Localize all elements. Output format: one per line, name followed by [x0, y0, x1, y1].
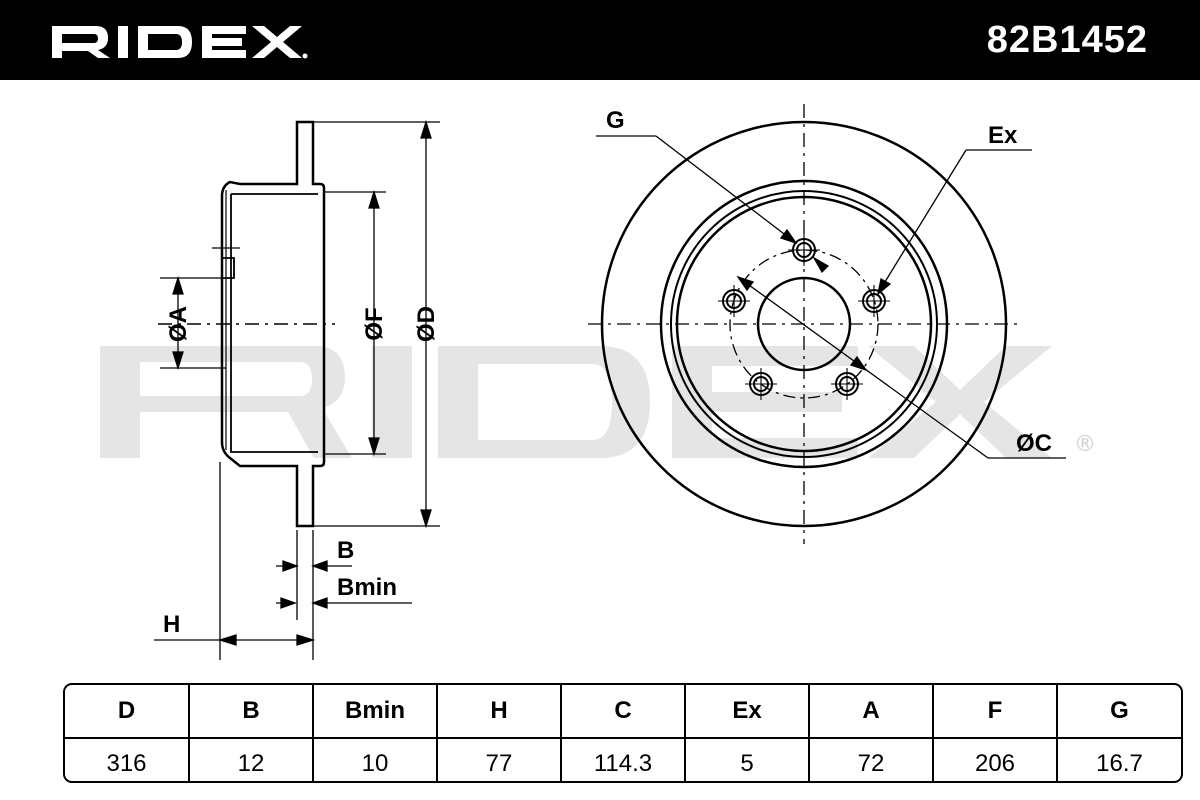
value-a: 72 — [808, 738, 933, 781]
value-c: 114.3 — [560, 738, 685, 781]
side-view — [220, 120, 326, 528]
spec-header-row: D B Bmin H C Ex A F G — [65, 685, 1181, 739]
header-f: F — [932, 685, 1057, 739]
front-dimensions — [596, 135, 1066, 459]
value-h: 77 — [436, 738, 561, 781]
value-b: 12 — [188, 738, 313, 781]
header-d: D — [65, 685, 189, 739]
header-a: A — [808, 685, 933, 739]
spec-value-row: 316 12 10 77 114.3 5 72 206 16.7 — [65, 738, 1181, 781]
header-b: B — [188, 685, 313, 739]
header-g: G — [1056, 685, 1181, 739]
value-f: 206 — [932, 738, 1057, 781]
label-dia-d: ØD — [413, 306, 440, 342]
value-bmin: 10 — [312, 738, 437, 781]
label-dia-f: ØF — [361, 307, 388, 340]
side-dimensions — [154, 119, 440, 660]
label-b: B — [337, 537, 354, 564]
header-bar: 82B1452 — [0, 0, 1200, 80]
header-bmin: Bmin — [312, 685, 437, 739]
spec-table: D B Bmin H C Ex A F G 316 12 10 77 114.3… — [63, 683, 1183, 783]
label-g: G — [606, 107, 625, 134]
header-h: H — [436, 685, 561, 739]
value-d: 316 — [106, 750, 147, 777]
value-ex: 5 — [684, 738, 809, 781]
registered-mark: ® — [1074, 432, 1096, 457]
label-h: H — [163, 611, 180, 638]
ridex-logo — [52, 26, 308, 59]
header-ex: Ex — [684, 685, 809, 739]
label-dia-c: ØC — [1016, 430, 1052, 457]
label-bmin: Bmin — [337, 574, 397, 601]
part-number: 82B1452 — [986, 19, 1148, 61]
technical-drawing: ØA ØF ØD B Bmin H — [100, 104, 1096, 660]
header-c: C — [560, 685, 685, 739]
label-dia-a: ØA — [165, 306, 192, 342]
front-view — [588, 104, 1022, 544]
friction-ring-outline — [220, 120, 326, 528]
label-ex: Ex — [988, 122, 1018, 149]
value-g: 16.7 — [1056, 738, 1181, 781]
ridex-watermark — [100, 346, 1052, 458]
